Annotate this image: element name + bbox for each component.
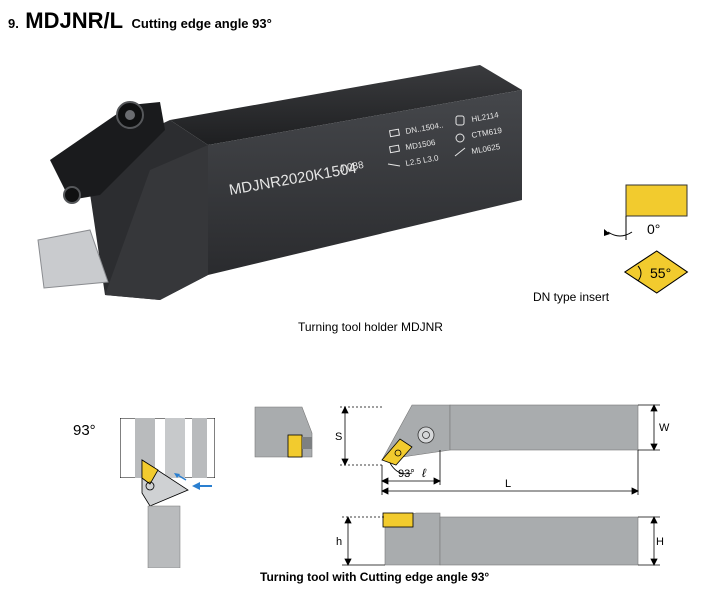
dim-h-small-label: h: [336, 536, 342, 548]
clearance-angle-label: 0°: [647, 221, 660, 237]
dim-w-label: W: [659, 422, 670, 434]
clamp-screw-icon: [417, 426, 435, 444]
photo-marking-code: J 088: [339, 160, 365, 175]
feed-direction-arrow-icon: [174, 473, 212, 490]
photo-caption: Turning tool holder MDJNR: [298, 320, 443, 334]
application-diagram: [120, 418, 215, 568]
top-view: [381, 404, 639, 466]
section-heading: 9. MDJNR/L Cutting edge angle 93°: [8, 8, 272, 34]
insert-info-graphic: 0° 55°: [604, 184, 689, 294]
approach-angle-label: 93°: [73, 422, 96, 439]
front-view: [382, 512, 639, 566]
dim-s-label: S: [335, 431, 342, 443]
insert-symbol-icon: [388, 128, 401, 138]
section-model: MDJNR/L: [25, 8, 124, 33]
pin-symbol-icon: [454, 147, 466, 157]
shim-symbol-icon: [388, 144, 401, 154]
screw-symbol-icon: [455, 133, 465, 143]
dims-symbol-icon: [387, 163, 401, 167]
insert-caption: DN type insert: [533, 290, 610, 304]
tip-angle-label: 55°: [650, 265, 671, 281]
clamp-symbol-icon: [455, 115, 465, 126]
insert-top-view: [623, 250, 689, 294]
section-number: 9.: [8, 16, 19, 31]
application-insert: [141, 459, 159, 485]
dim-angle-label: 93°: [398, 468, 415, 480]
tip-angle-arc-icon: [637, 265, 642, 282]
dim-h-large-label: H: [656, 536, 664, 548]
insert-side-view: [625, 184, 688, 217]
tool-holder-photo: MDJNR2020K1504 J 088 DN..1504.. MD1506 L…: [37, 65, 522, 300]
clearance-arc-icon: [607, 231, 633, 237]
dim-l-label: L: [505, 478, 511, 490]
section-subtitle: Cutting edge angle 93°: [131, 16, 272, 31]
cutting-angle-arc-icon: [389, 462, 413, 475]
technical-drawing: S W h H L 93° ℓ: [254, 404, 670, 566]
dim-ell-label: ℓ: [422, 466, 427, 480]
drawing-caption: Turning tool with Cutting edge angle 93°: [260, 570, 490, 584]
end-view: [254, 406, 313, 458]
